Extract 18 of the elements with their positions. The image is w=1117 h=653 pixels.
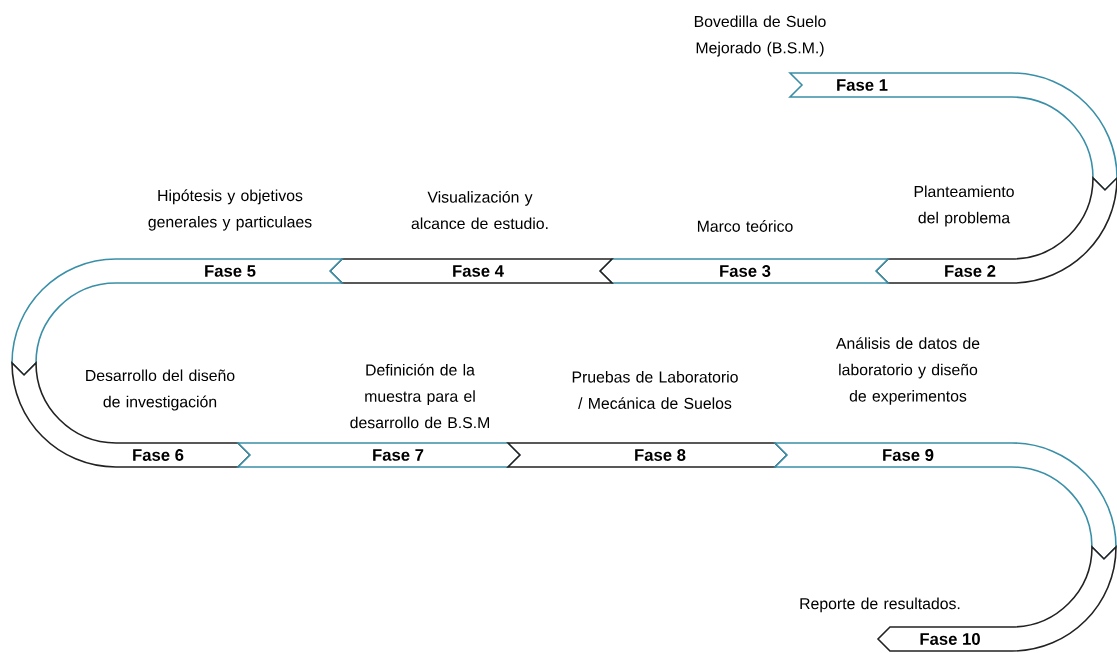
phase-description: Visualización y alcance de estudio. xyxy=(411,190,548,230)
phase-band: Fase 8 xyxy=(506,442,789,468)
phase-description: Planteamiento del problema xyxy=(914,185,1014,227)
phase-description: Análisis de datos de laboratorio y diseño de experimentos xyxy=(835,337,980,405)
node-label: Fase 2 xyxy=(945,265,996,277)
phase-band: Fase 7 xyxy=(236,442,522,468)
phase-band: Fase 9 xyxy=(774,442,1117,560)
phase-band: Fase 3 xyxy=(598,258,890,284)
phase-description: Desarrollo del diseño de investigación xyxy=(86,369,235,411)
node-label: Fase 10 xyxy=(920,633,980,645)
phase-description: Marco teórico xyxy=(697,220,793,232)
phase-description: Definición de la muestra para el desarrollo de B.S.M xyxy=(350,363,489,429)
node-label: Fase 9 xyxy=(883,449,934,461)
phase-description: Reporte de resultados. xyxy=(800,597,960,613)
phase-description: Bovedilla de Suelo Mejorado (B.S.M.) xyxy=(694,15,826,57)
phase-band: Fase 4 xyxy=(328,258,614,284)
phase-description: Pruebas de Laboratorio / Mecánica de Suelos xyxy=(572,371,738,409)
phase-description: Hipótesis y objetivos generales y particulaes xyxy=(148,189,312,231)
